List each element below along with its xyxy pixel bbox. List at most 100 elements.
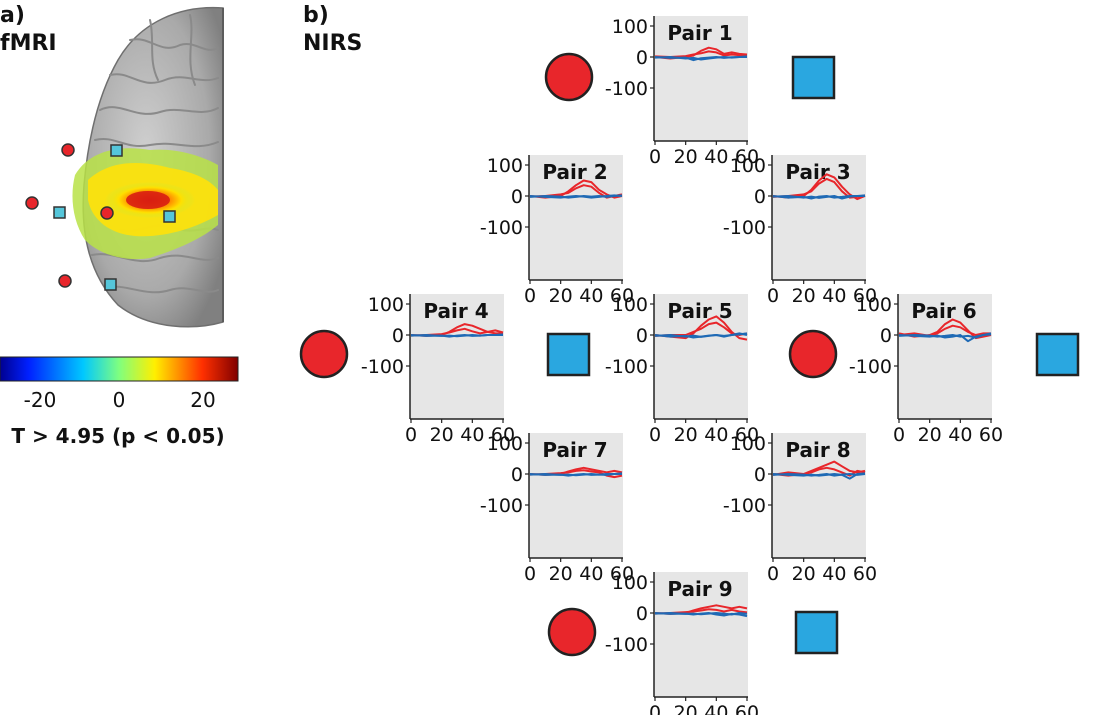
x-tick-label: 40 [460, 424, 484, 446]
y-tick-label: 100 [730, 433, 766, 455]
optode-markers [25, 143, 176, 291]
plot-background [898, 294, 992, 419]
source-optode [299, 329, 349, 379]
y-tick-label: 100 [368, 294, 404, 316]
x-tick-label: 60 [610, 563, 634, 585]
y-tick-label: -100 [480, 495, 523, 517]
x-tick-label: 60 [735, 146, 759, 168]
source-optode [788, 329, 838, 379]
blue-trace [529, 472, 623, 477]
source-marker [61, 143, 75, 157]
activation-map [72, 148, 218, 260]
red-trace [529, 469, 623, 479]
x-tick-label: 20 [549, 563, 573, 585]
plot-background [529, 433, 623, 558]
x-tick-label: 20 [792, 563, 816, 585]
y-tick-label: 100 [856, 294, 892, 316]
plot-title: Pair 6 [911, 299, 976, 323]
plot-title: Pair 9 [667, 577, 732, 601]
blue-trace [654, 56, 747, 61]
x-tick-label: 60 [610, 285, 634, 307]
colorbar: -20 0 20 T > 4.95 (p < 0.05) [0, 356, 239, 448]
x-tick-label: 60 [853, 563, 877, 585]
source-optode [547, 607, 597, 657]
plot-background [410, 294, 504, 419]
source-optode [544, 52, 594, 102]
detector-optode [791, 55, 836, 100]
colorbar-tick: 20 [190, 388, 215, 412]
x-tick-label: 0 [649, 146, 661, 168]
x-tick-label: 20 [792, 285, 816, 307]
x-tick-label: 40 [704, 424, 728, 446]
plot-background [772, 155, 866, 280]
x-tick-label: 0 [524, 563, 536, 585]
detector-optodes [546, 55, 1080, 655]
y-tick-label: -100 [480, 217, 523, 239]
blue-trace [772, 473, 866, 477]
plot-background [654, 294, 748, 419]
x-tick-label: 20 [674, 702, 698, 715]
blue-trace [898, 332, 992, 339]
source-marker [25, 196, 39, 210]
y-tick-label: 0 [636, 603, 648, 625]
red-trace [410, 327, 504, 337]
x-tick-label: 40 [579, 285, 603, 307]
colorbar-tick: -20 [24, 388, 57, 412]
y-tick-label: 100 [487, 433, 523, 455]
panel-b-title: NIRS [303, 31, 362, 56]
y-tick-label: -100 [361, 356, 404, 378]
x-tick-label: 60 [735, 424, 759, 446]
colorbar-tick: 0 [113, 388, 126, 412]
x-tick-label: 60 [491, 424, 515, 446]
x-tick-label: 0 [893, 424, 905, 446]
y-tick-label: 0 [754, 186, 766, 208]
x-tick-label: 20 [918, 424, 942, 446]
x-tick-label: 0 [767, 285, 779, 307]
plot-title: Pair 8 [785, 438, 850, 462]
plot-title: Pair 2 [542, 160, 607, 184]
plot-title: Pair 1 [667, 21, 732, 45]
y-tick-label: 100 [612, 572, 648, 594]
x-tick-label: 40 [579, 563, 603, 585]
plot-background [772, 433, 866, 558]
y-tick-label: 100 [612, 294, 648, 316]
x-tick-label: 60 [735, 702, 759, 715]
x-tick-label: 20 [549, 285, 573, 307]
x-tick-label: 60 [979, 424, 1003, 446]
detector-optode [546, 332, 591, 377]
y-tick-label: 0 [392, 325, 404, 347]
x-tick-label: 20 [430, 424, 454, 446]
plot-title: Pair 4 [423, 299, 488, 323]
detector-optode [1035, 332, 1080, 377]
blue-trace [410, 333, 504, 338]
detector-marker [110, 144, 123, 157]
detector-marker [53, 206, 66, 219]
colorbar-caption: T > 4.95 (p < 0.05) [11, 424, 224, 448]
detector-marker [163, 210, 176, 223]
detector-optode [794, 610, 839, 655]
x-tick-label: 40 [948, 424, 972, 446]
blue-trace [654, 612, 748, 616]
panel-b-letter: b) [303, 3, 329, 28]
source-marker [58, 274, 72, 288]
blue-trace [529, 194, 623, 199]
y-tick-label: 0 [511, 464, 523, 486]
y-tick-label: 0 [880, 325, 892, 347]
y-tick-label: -100 [723, 217, 766, 239]
panel-a-title: fMRI [0, 31, 57, 56]
plot-title: Pair 3 [785, 160, 850, 184]
red-trace [654, 50, 748, 58]
y-tick-label: -100 [849, 356, 892, 378]
y-tick-label: 100 [612, 16, 648, 38]
plot-title: Pair 5 [667, 299, 732, 323]
y-tick-label: 0 [636, 325, 648, 347]
